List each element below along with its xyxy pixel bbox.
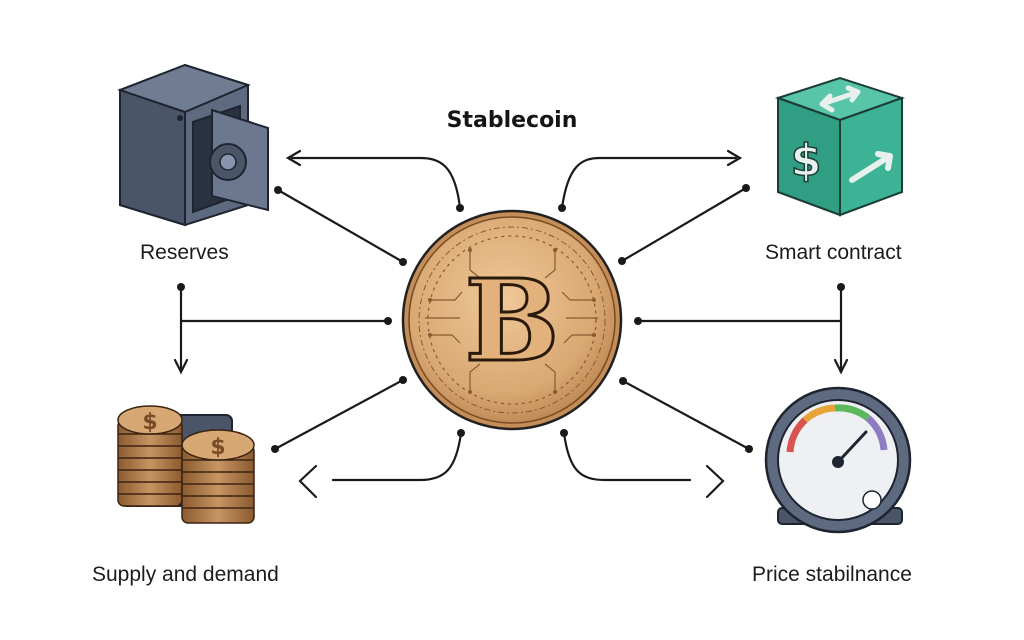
dot <box>274 186 282 194</box>
diagram-title: Stablecoin <box>446 108 578 133</box>
arrow-right-open <box>705 464 725 499</box>
coin-stacks-icon: $ $ <box>117 405 255 524</box>
arrowhead-supply <box>173 358 189 375</box>
connector-smart-diagonal <box>620 186 748 263</box>
arrow-left-open <box>298 464 318 499</box>
gauge-icon <box>764 386 912 534</box>
dot <box>399 376 407 384</box>
connector-supply-diagonal <box>273 378 405 451</box>
dot <box>742 184 750 192</box>
connectors <box>173 149 849 499</box>
arrowhead-smart-contract <box>726 149 743 167</box>
dot <box>837 283 845 291</box>
dollar-cube-icon: $ <box>774 76 906 217</box>
connector-center-to-smart-contract <box>560 156 738 210</box>
connector-reserves-diagonal <box>276 188 405 264</box>
node-label-supply-and-demand: Supply and demand <box>92 563 279 586</box>
stablecoin-coin-icon: B <box>401 209 623 431</box>
connector-center-to-price <box>562 431 692 482</box>
connector-price-diagonal <box>621 379 751 451</box>
svg-text:$: $ <box>791 135 822 186</box>
dot <box>177 283 185 291</box>
connector-center-to-reserves <box>290 156 462 210</box>
svg-text:$: $ <box>210 435 225 460</box>
arrowhead-reserves <box>285 149 302 167</box>
coin-symbol: B <box>465 256 560 387</box>
dot <box>560 429 568 437</box>
dot <box>745 445 753 453</box>
dot <box>384 317 392 325</box>
dot <box>457 429 465 437</box>
node-label-smart-contract: Smart contract <box>765 241 902 264</box>
connector-dots <box>177 184 845 453</box>
dot <box>399 258 407 266</box>
svg-text:$: $ <box>142 410 157 435</box>
connector-center-to-supply <box>331 431 463 482</box>
dot <box>271 445 279 453</box>
node-label-reserves: Reserves <box>140 241 229 264</box>
arrowhead-price <box>833 358 849 375</box>
dot <box>618 257 626 265</box>
dot <box>456 204 464 212</box>
vault-icon <box>117 63 269 227</box>
dot <box>634 317 642 325</box>
dot <box>619 377 627 385</box>
dot <box>558 204 566 212</box>
node-label-price-stability: Price stabilnance <box>752 563 912 586</box>
